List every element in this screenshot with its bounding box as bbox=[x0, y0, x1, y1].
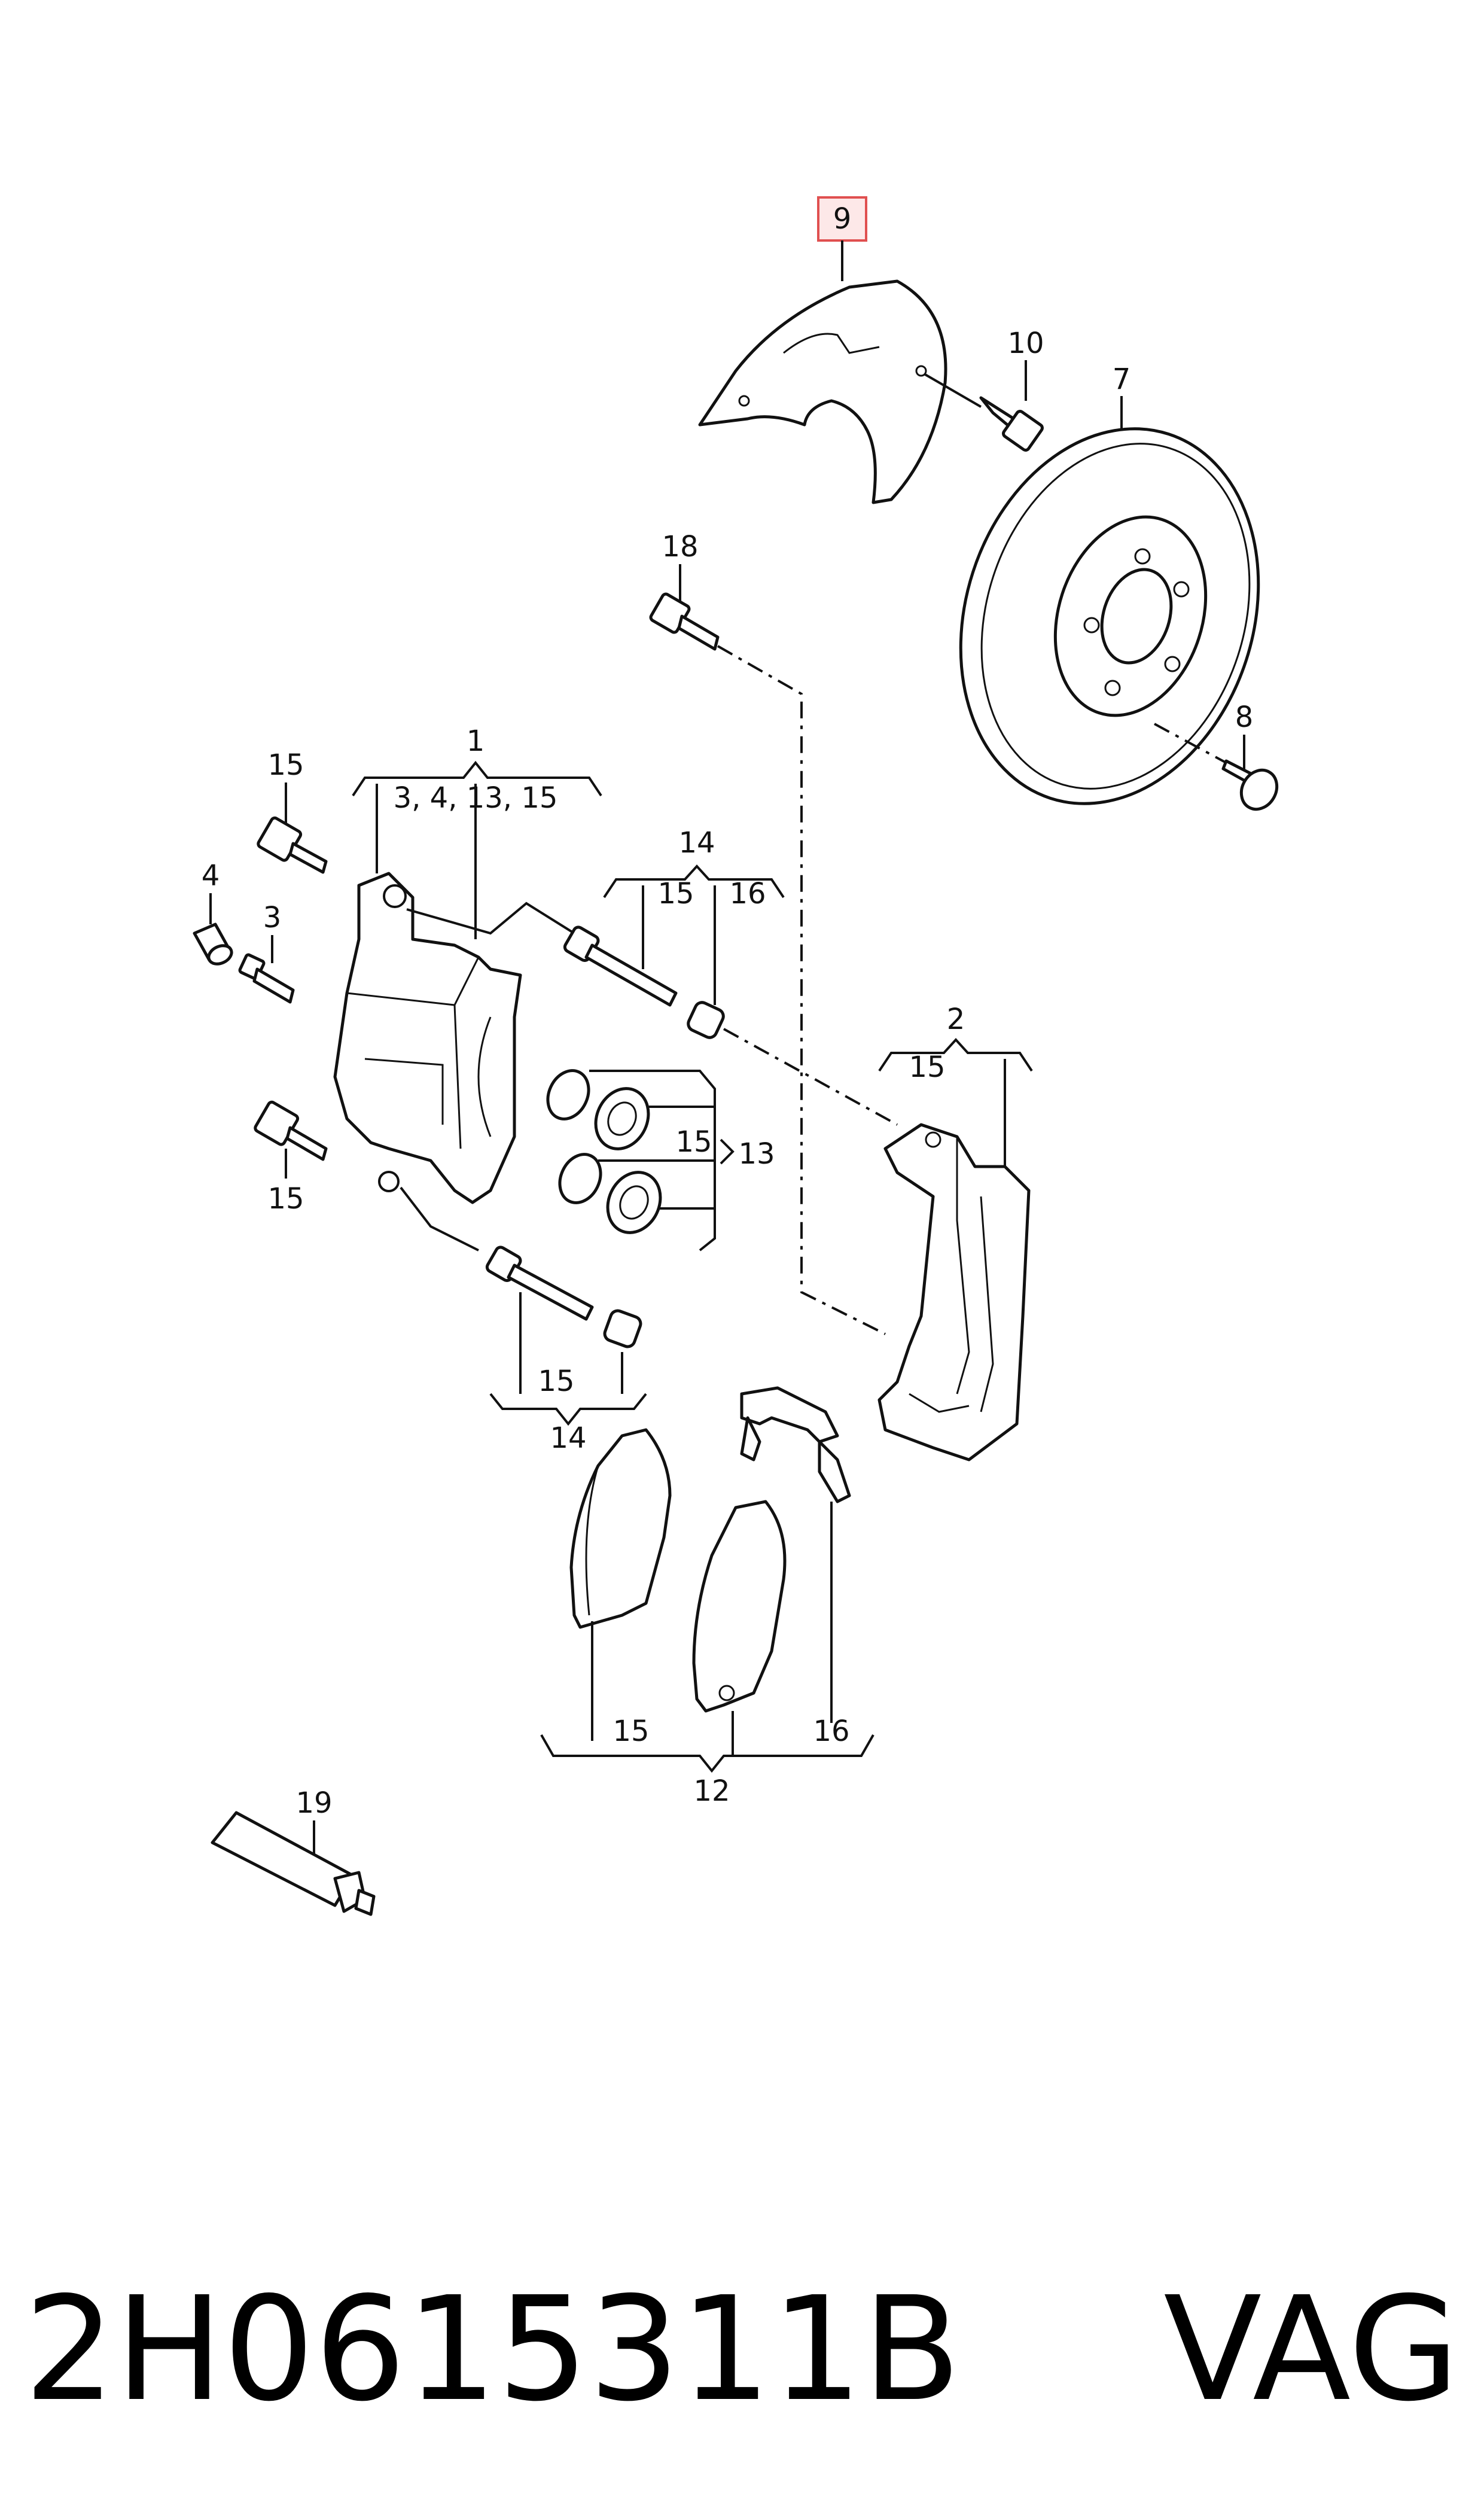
bleeder-screw-3 bbox=[238, 953, 295, 1004]
callout-14-top: 14 bbox=[678, 826, 715, 860]
splash-shield bbox=[698, 279, 947, 504]
brand-name: VAG bbox=[1163, 2266, 1459, 2433]
callout-12-b: 16 bbox=[813, 1715, 849, 1748]
cap-4 bbox=[193, 922, 233, 966]
guide-sleeve-upper bbox=[687, 1001, 725, 1039]
callout-15-top: 15 bbox=[267, 748, 304, 782]
brake-disc bbox=[959, 427, 1260, 805]
piston-upper bbox=[594, 1087, 650, 1150]
callout-1: 1 bbox=[467, 724, 485, 758]
callout-19: 19 bbox=[295, 1786, 332, 1820]
callout-13-sub: 15 bbox=[675, 1125, 712, 1159]
callout-12: 12 bbox=[693, 1774, 730, 1808]
callout-3: 3 bbox=[263, 901, 282, 934]
guide-sleeve-lower bbox=[603, 1309, 642, 1348]
screw-8 bbox=[1221, 759, 1279, 811]
caliper-bolt-lower bbox=[254, 1100, 328, 1161]
piston-lower bbox=[606, 1171, 662, 1234]
seal-ring-lower bbox=[558, 1153, 602, 1204]
callout-10: 10 bbox=[1007, 327, 1044, 360]
caliper-bolt-upper bbox=[257, 816, 328, 874]
guide-pin-lower bbox=[485, 1246, 594, 1321]
callout-2-sub: 15 bbox=[909, 1051, 945, 1084]
callout-13: 13 bbox=[738, 1137, 775, 1171]
part-number: 2H0615311B bbox=[24, 2266, 961, 2433]
callout-2: 2 bbox=[947, 1003, 965, 1036]
callout-9[interactable]: 9 bbox=[817, 196, 867, 242]
seal-ring-upper bbox=[546, 1069, 590, 1121]
callout-12-a: 15 bbox=[613, 1715, 649, 1748]
callout-14-bottom-sub: 15 bbox=[538, 1365, 574, 1398]
callout-8: 8 bbox=[1235, 701, 1254, 734]
caliper-carrier bbox=[877, 1123, 1031, 1462]
callout-4: 4 bbox=[202, 859, 220, 893]
bolt-10 bbox=[979, 396, 1044, 452]
pad-spring-clip bbox=[740, 1386, 851, 1503]
bolt-18 bbox=[649, 592, 720, 651]
callout-14-bottom: 14 bbox=[550, 1421, 586, 1455]
brake-caliper bbox=[333, 872, 522, 1204]
callout-18: 18 bbox=[662, 530, 698, 564]
brake-pad-inner bbox=[692, 1500, 787, 1713]
guide-pin-upper bbox=[563, 925, 678, 1007]
brake-pad-outer bbox=[569, 1428, 672, 1629]
grease-tube bbox=[211, 1811, 376, 1916]
callout-14-top-a: 15 bbox=[657, 877, 694, 911]
callout-14-top-b: 16 bbox=[729, 877, 766, 911]
callout-9-label: 9 bbox=[833, 202, 852, 236]
callout-15-bottom: 15 bbox=[267, 1182, 304, 1216]
callout-7: 7 bbox=[1113, 363, 1131, 396]
